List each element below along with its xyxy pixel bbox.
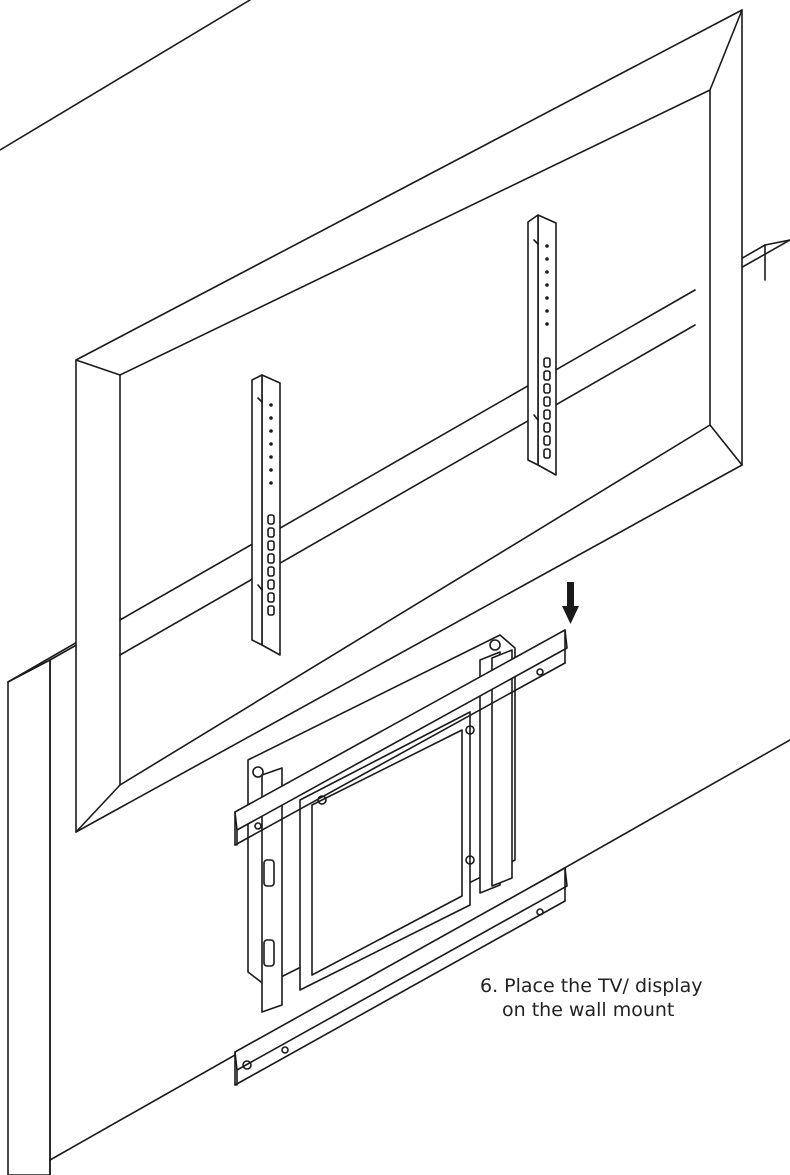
wall-edge-line <box>0 0 251 151</box>
arrow-down-icon <box>562 582 579 624</box>
step-caption-line-1: 6. Place the TV/ display <box>480 975 703 997</box>
wall-mount <box>234 629 568 1086</box>
tv-bracket-left <box>251 374 281 656</box>
step-caption: 6. Place the TV/ display on the wall mou… <box>420 974 760 1022</box>
step-caption-line-2: on the wall mount <box>502 999 675 1021</box>
tv-bracket-right <box>527 214 557 476</box>
